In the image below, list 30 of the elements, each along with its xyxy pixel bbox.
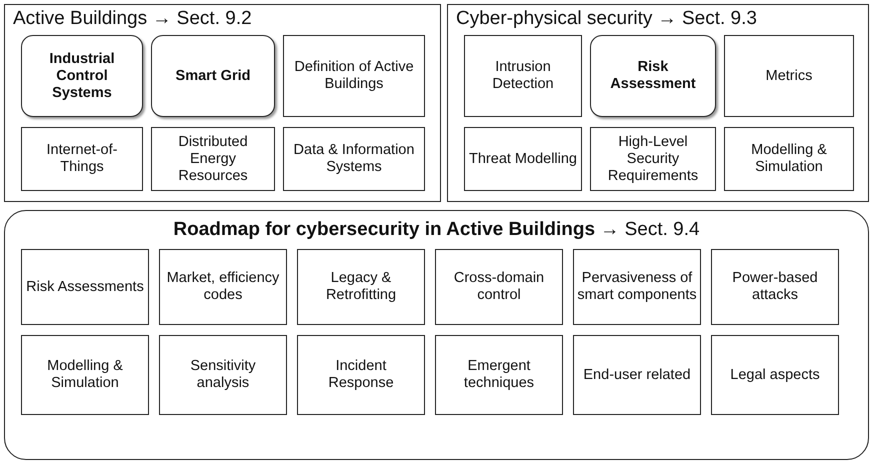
topic-box: Data & Information Systems [283, 127, 425, 191]
topic-box: Power-based attacks [711, 249, 839, 325]
topic-box: Emergent techniques [435, 335, 563, 415]
topic-box: Pervasiveness of smart components [573, 249, 701, 325]
topic-box: Modelling & Simulation [21, 335, 149, 415]
topic-box: Threat Modelling [464, 127, 582, 191]
section-heading: Roadmap for cybersecurity in Active Buildings → Sect. 9.4 [172, 219, 701, 241]
topic-box: Modelling & Simulation [724, 127, 854, 191]
topic-box: Market, efficiency codes [159, 249, 287, 325]
topic-box: Distributed Energy Resources [151, 127, 275, 191]
topic-box: Legacy & Retrofitting [297, 249, 425, 325]
section-heading: Cyber-physical security → Sect. 9.3 [456, 8, 757, 30]
topic-box: Metrics [724, 35, 854, 117]
section-panel [4, 210, 869, 460]
section-heading: Active Buildings → Sect. 9.2 [13, 8, 252, 30]
topic-box: Risk Assessments [21, 249, 149, 325]
section-panel [4, 4, 441, 202]
section-panel [447, 4, 869, 202]
topic-box: Sensitivity analysis [159, 335, 287, 415]
topic-box: Internet-of-Things [21, 127, 143, 191]
topic-box: Intrusion Detection [464, 35, 582, 117]
topic-box: Legal aspects [711, 335, 839, 415]
topic-box: Cross-domain control [435, 249, 563, 325]
topic-box: Industrial Control Systems [21, 35, 143, 117]
topic-box: Risk Assessment [590, 35, 716, 117]
topic-box: High-Level Security Requirements [590, 127, 716, 191]
topic-box: End-user related [573, 335, 701, 415]
topic-box: Definition of Active Buildings [283, 35, 425, 117]
topic-box: Smart Grid [151, 35, 275, 117]
topic-box: Incident Response [297, 335, 425, 415]
